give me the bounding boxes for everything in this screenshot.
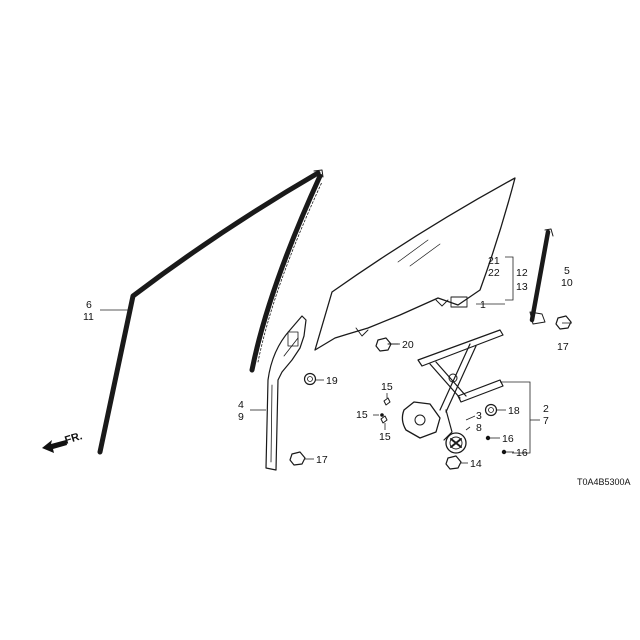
direction-label: FR. [63, 430, 83, 447]
callout-14: 14 [470, 458, 482, 470]
nut-18 [484, 403, 498, 417]
regulator-motor [401, 401, 467, 454]
bolt-14 [445, 455, 462, 470]
callout-9: 9 [238, 411, 244, 423]
screws-16 [485, 435, 507, 455]
callout-16-upper: 16 [502, 433, 514, 445]
callout-21: 21 [488, 255, 500, 267]
bolt-20 [375, 337, 399, 352]
front-direction-arrow-icon: FR. [42, 430, 84, 453]
callout-1: 1 [480, 299, 486, 311]
bolt-19 [303, 372, 317, 386]
window-regulator [417, 329, 504, 441]
callout-15-top: 15 [381, 381, 393, 393]
callout-17-left: 17 [316, 454, 328, 466]
front-sash-channel [249, 173, 323, 373]
bolt-17-right [555, 315, 572, 330]
callout-6: 6 [86, 299, 92, 311]
clips [380, 397, 391, 424]
callout-11: 11 [83, 311, 94, 323]
rear-sash-channel [529, 228, 554, 325]
lower-sash-bracket [265, 315, 307, 471]
callout-8: 8 [476, 422, 482, 434]
callout-7: 7 [543, 415, 549, 427]
callout-20: 20 [402, 339, 414, 351]
outer-run-channel [97, 169, 324, 455]
callout-4: 4 [238, 399, 244, 411]
callout-2: 2 [543, 403, 549, 415]
callout-10: 10 [561, 277, 573, 289]
door-glass [314, 177, 516, 351]
callout-13: 13 [516, 281, 528, 293]
callout-3: 3 [476, 410, 482, 422]
callout-18: 18 [508, 405, 520, 417]
callout-19: 19 [326, 375, 338, 387]
callout-22: 22 [488, 267, 500, 279]
callout-5: 5 [564, 265, 570, 277]
callout-15-bottom: 15 [379, 431, 391, 443]
drawing-code: T0A4B5300A [577, 477, 631, 487]
callout-12: 12 [516, 267, 528, 279]
bolt-17-left [289, 451, 306, 466]
callout-15-middle: 15 [356, 409, 368, 421]
callout-17-right: 17 [557, 341, 569, 353]
leader-lines [100, 256, 572, 464]
callout-16-lower: 16 [516, 447, 528, 459]
